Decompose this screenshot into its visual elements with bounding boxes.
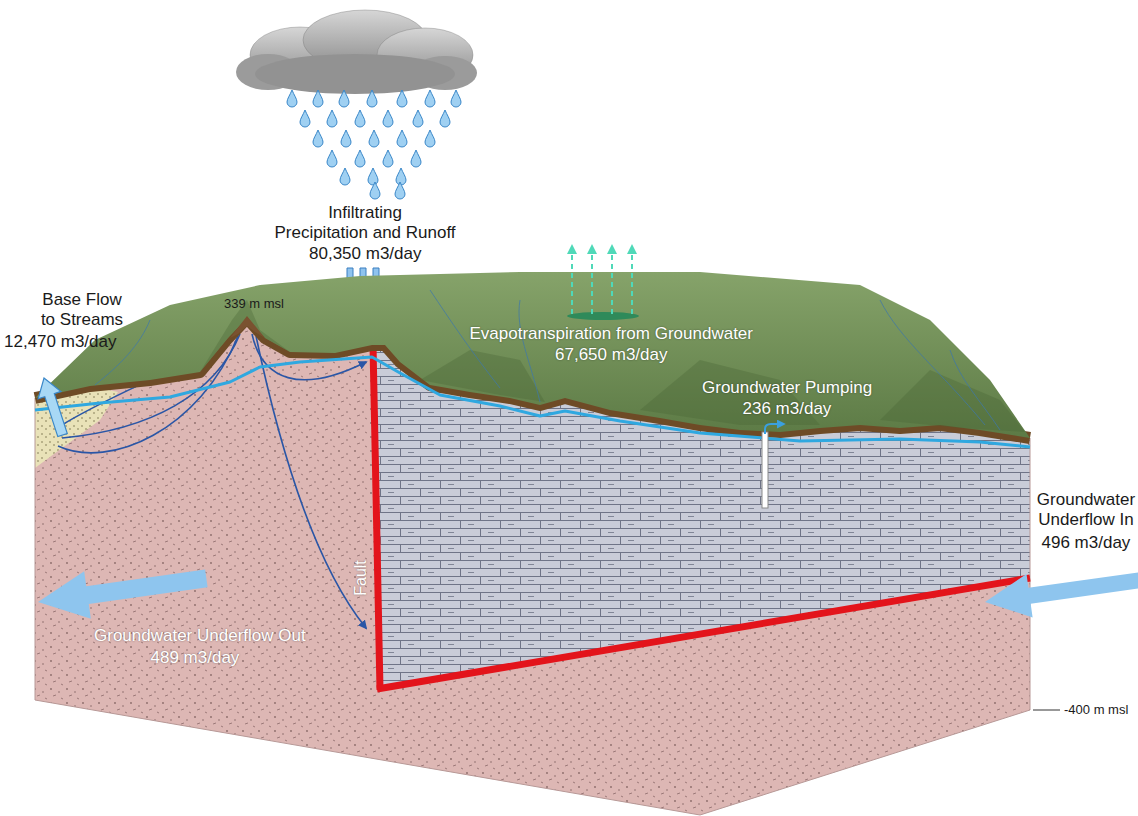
streams: [95, 290, 1000, 430]
raindrop: [370, 182, 380, 199]
raindrop: [300, 110, 310, 127]
terrain-shading: [200, 300, 1025, 432]
raindrop: [327, 150, 337, 167]
pumping-arrow: [765, 424, 784, 434]
raindrop: [369, 130, 379, 147]
raindrop: [327, 110, 337, 127]
flux-value: 236 m3/day: [743, 399, 832, 419]
evapotranspiration-arrows: [572, 246, 632, 314]
elevation-label: -400 m msl: [1064, 702, 1128, 718]
raindrop: [355, 150, 365, 167]
flux-value: 67,650 m3/day: [555, 345, 667, 365]
flux-value: 12,470 m3/day: [4, 332, 116, 352]
raindrop: [413, 110, 423, 127]
raindrop: [383, 110, 393, 127]
base-flow-arrow: [33, 374, 74, 438]
raindrop: [395, 182, 405, 199]
pumping-well: [762, 432, 768, 508]
flux-value: 496 m3/day: [1042, 533, 1131, 553]
raindrop: [355, 110, 365, 127]
raindrop: [368, 168, 378, 185]
raindrop: [411, 150, 421, 167]
raindrop: [440, 110, 450, 127]
raindrop: [367, 90, 377, 107]
underflow-in-arrow: [982, 557, 1138, 624]
flux-name: Groundwater Underflow Out: [94, 626, 306, 646]
vegetation-patch: [567, 312, 639, 320]
fault-label: Fault: [351, 560, 371, 596]
land-surface: [35, 272, 1030, 438]
underflow-out-arrow: [35, 555, 210, 626]
raindrop: [425, 90, 435, 107]
wrap-spacer: [410, 203, 460, 223]
raindrop: [397, 90, 407, 107]
flux-value: 489 m3/day: [151, 648, 240, 668]
bare-peak: [230, 316, 265, 338]
contact-line: [377, 578, 1030, 689]
raindrop: [451, 90, 461, 107]
raindrop: [339, 90, 349, 107]
flux-name: Groundwater Underflow In: [1035, 490, 1137, 530]
elevation-tick: [1033, 710, 1060, 711]
raindrop: [341, 130, 351, 147]
raindrop: [396, 168, 406, 185]
flux-name: Infiltrating Precipitation and Runoff: [270, 203, 460, 243]
fault-line: [373, 345, 380, 690]
raindrop: [287, 90, 297, 107]
raindrops: [287, 90, 461, 199]
raindrop: [397, 130, 407, 147]
cloud: [236, 10, 477, 94]
flux-value: 80,350 m3/day: [309, 244, 421, 264]
raindrop: [383, 150, 393, 167]
elevation-label: 339 m msl: [224, 296, 284, 312]
raindrop: [425, 130, 435, 147]
flux-name: Evapotranspiration from Groundwater: [470, 324, 753, 344]
wrap-spacer: [270, 203, 320, 223]
flux-name: Base Flow to Streams: [36, 290, 128, 330]
raindrop: [340, 168, 350, 185]
block-outline: [35, 398, 1030, 815]
flux-name: Groundwater Pumping: [702, 378, 872, 398]
raindrop: [313, 90, 323, 107]
raindrop: [313, 130, 323, 147]
